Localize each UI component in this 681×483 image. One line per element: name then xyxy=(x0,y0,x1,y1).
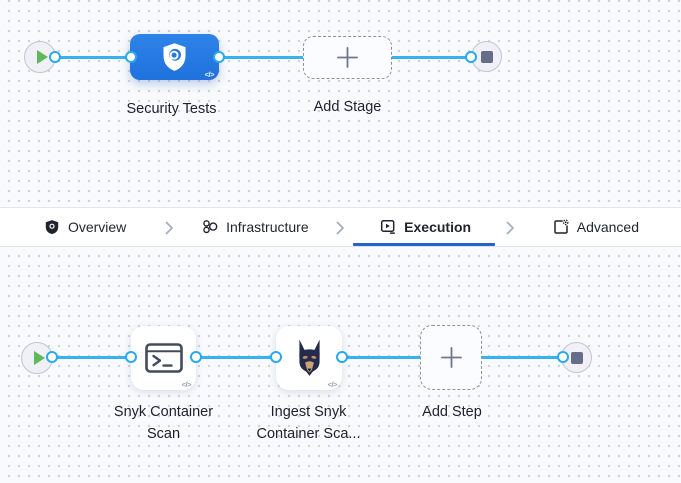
tab-label: Infrastructure xyxy=(226,219,309,235)
connector-ring xyxy=(213,51,225,63)
chevron-right-icon xyxy=(336,221,344,235)
terminal-run-icon xyxy=(144,343,183,373)
connector-ring xyxy=(465,51,477,63)
pipeline-end-node xyxy=(471,41,502,72)
security-tests-stage-node[interactable]: </> xyxy=(130,34,219,80)
step-label: Snyk Container Scan xyxy=(113,404,214,442)
stop-icon xyxy=(480,50,493,63)
shield-scan-icon xyxy=(163,43,186,71)
play-icon xyxy=(33,351,45,365)
plus-icon xyxy=(337,47,358,68)
stage-label: Security Tests xyxy=(126,101,217,117)
code-template-badge: </> xyxy=(327,379,338,389)
code-template-badge: </> xyxy=(204,69,215,79)
connector-ring xyxy=(125,51,137,63)
add-step-label: Add Step xyxy=(422,404,482,420)
overview-shield-icon xyxy=(45,220,59,235)
active-tab-underline xyxy=(353,242,495,246)
play-icon xyxy=(36,50,48,64)
add-stage-label: Add Stage xyxy=(313,99,382,115)
stage-flow-line xyxy=(40,56,487,59)
tab-execution[interactable]: Execution xyxy=(341,208,511,246)
tab-advanced[interactable]: Advanced xyxy=(511,208,681,246)
tab-label: Execution xyxy=(404,219,472,235)
connector-ring xyxy=(49,51,61,63)
chevron-right-icon xyxy=(506,221,514,235)
stage-canvas: </> Security Tests Add Stage xyxy=(0,0,681,207)
ingest-snyk-step-node[interactable]: </> xyxy=(276,326,342,390)
snyk-dog-icon xyxy=(298,339,320,376)
code-template-badge: </> xyxy=(181,379,192,389)
connector-ring xyxy=(46,351,58,363)
advanced-settings-icon xyxy=(553,219,569,234)
step-canvas: </> </> Snyk C xyxy=(0,245,681,483)
tab-label: Overview xyxy=(67,219,127,235)
connector-ring xyxy=(190,351,202,363)
execution-play-icon xyxy=(381,219,396,234)
add-stage-button[interactable] xyxy=(303,36,392,79)
infrastructure-nodes-icon xyxy=(203,220,218,234)
connector-ring xyxy=(125,351,137,363)
chevron-right-icon xyxy=(165,221,173,235)
connector-ring xyxy=(557,351,569,363)
tab-overview[interactable]: Overview xyxy=(0,208,170,246)
add-step-button[interactable] xyxy=(420,325,482,390)
tab-label: Advanced xyxy=(576,219,640,235)
connector-ring xyxy=(270,351,282,363)
tab-infrastructure[interactable]: Infrastructure xyxy=(170,208,340,246)
step-label: Ingest Snyk Container Sca... xyxy=(256,404,361,442)
plus-icon xyxy=(440,347,462,368)
connector-ring xyxy=(336,351,348,363)
stop-icon xyxy=(570,351,583,364)
stage-tab-bar: Overview Infrastructure Execution xyxy=(0,207,681,247)
snyk-container-scan-step-node[interactable]: </> xyxy=(131,326,196,390)
